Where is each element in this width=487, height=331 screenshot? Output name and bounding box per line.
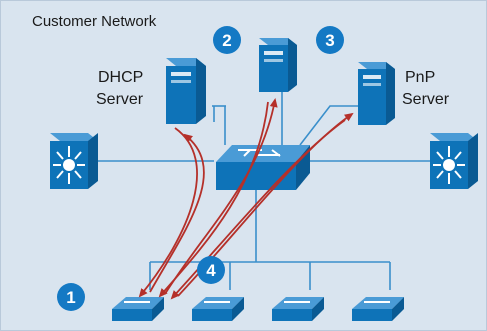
dhcp-server <box>166 58 206 124</box>
svg-text:2: 2 <box>222 31 231 50</box>
access-switch-3 <box>272 297 324 321</box>
layer3-switch-left <box>50 133 98 189</box>
step-badge-2: 2 <box>213 26 241 54</box>
access-switch-1 <box>112 297 164 321</box>
server-icon <box>259 38 297 92</box>
step-badge-1: 1 <box>57 283 85 311</box>
access-switch-2 <box>192 297 244 321</box>
pnp-server-label: PnP Server <box>402 69 450 108</box>
svg-text:PnP: PnP <box>405 69 435 86</box>
svg-text:4: 4 <box>206 261 216 280</box>
step-badge-3: 3 <box>316 26 344 54</box>
layer3-switch-right <box>430 133 478 189</box>
svg-text:1: 1 <box>66 288 75 307</box>
access-switch-4 <box>352 297 404 321</box>
step-badge-4: 4 <box>197 256 225 284</box>
network-title: Customer Network <box>32 13 157 30</box>
core-switch-icon <box>216 145 310 190</box>
pnp-server <box>358 62 395 125</box>
svg-text:Server: Server <box>96 91 144 108</box>
svg-text:DHCP: DHCP <box>98 69 143 86</box>
svg-text:3: 3 <box>325 31 334 50</box>
svg-text:Server: Server <box>402 91 450 108</box>
dhcp-server-label: DHCP Server <box>96 69 144 108</box>
